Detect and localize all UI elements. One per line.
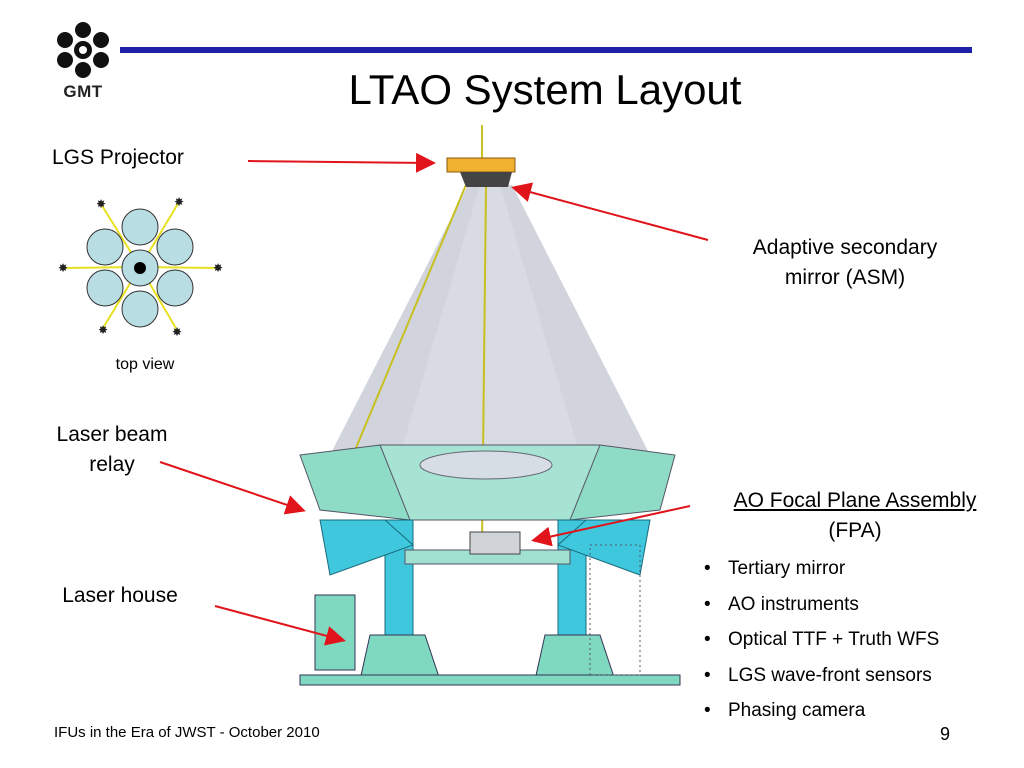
mirror-segments [86, 208, 194, 328]
svg-text:✸: ✸ [174, 195, 184, 209]
telescope-illustration [299, 125, 681, 686]
arrow-laser-house [214, 605, 346, 646]
svg-text:✸: ✸ [58, 261, 68, 275]
label-fpa-title: AO Focal Plane Assembly [733, 489, 977, 512]
fpa-item: Phasing camera [702, 697, 939, 733]
center-dot [134, 262, 146, 274]
arrow-laser-beam [159, 461, 306, 515]
arrow-fpa [531, 505, 691, 547]
telescope-base [299, 674, 681, 686]
top-view-diagram: ✸ ✸ ✸ ✸ ✸ ✸ [58, 195, 223, 339]
fpa-item-list: Tertiary mirror AO instruments Optical T… [702, 555, 939, 733]
fpa-item: AO instruments [702, 591, 939, 627]
label-top-view: top view [115, 356, 175, 373]
primary-mirror-center [419, 450, 553, 480]
page-number: 9 [940, 724, 951, 744]
arrow-asm [511, 182, 709, 241]
svg-text:✸: ✸ [96, 197, 106, 211]
title-rule [120, 47, 972, 53]
fpa-item: Tertiary mirror [702, 555, 939, 591]
svg-text:✸: ✸ [172, 325, 182, 339]
star-icons: ✸ ✸ ✸ ✸ ✸ ✸ [58, 195, 223, 339]
svg-text:✸: ✸ [98, 323, 108, 337]
label-laser-beam-line1: Laser beam [56, 423, 168, 446]
label-fpa-abbrev: (FPA) [828, 519, 882, 542]
logo-text: GMT [63, 82, 103, 101]
label-laser-beam-line2: relay [89, 453, 135, 476]
footer-text: IFUs in the Era of JWST - October 2010 [54, 724, 320, 741]
fpa-item: LGS wave-front sensors [702, 662, 939, 698]
page-title: LTAO System Layout [348, 66, 742, 113]
asm-shape [460, 172, 512, 187]
label-lgs-projector: LGS Projector [52, 146, 184, 169]
label-asm-line1: Adaptive secondary [752, 236, 938, 259]
fpa-item: Optical TTF + Truth WFS [702, 626, 939, 662]
gmt-logo [57, 22, 109, 78]
svg-text:✸: ✸ [213, 261, 223, 275]
label-asm-line2: mirror (ASM) [784, 266, 906, 289]
arrow-lgs-projector [247, 152, 436, 173]
label-laser-house: Laser house [62, 584, 178, 607]
fpa-shape [469, 531, 521, 555]
